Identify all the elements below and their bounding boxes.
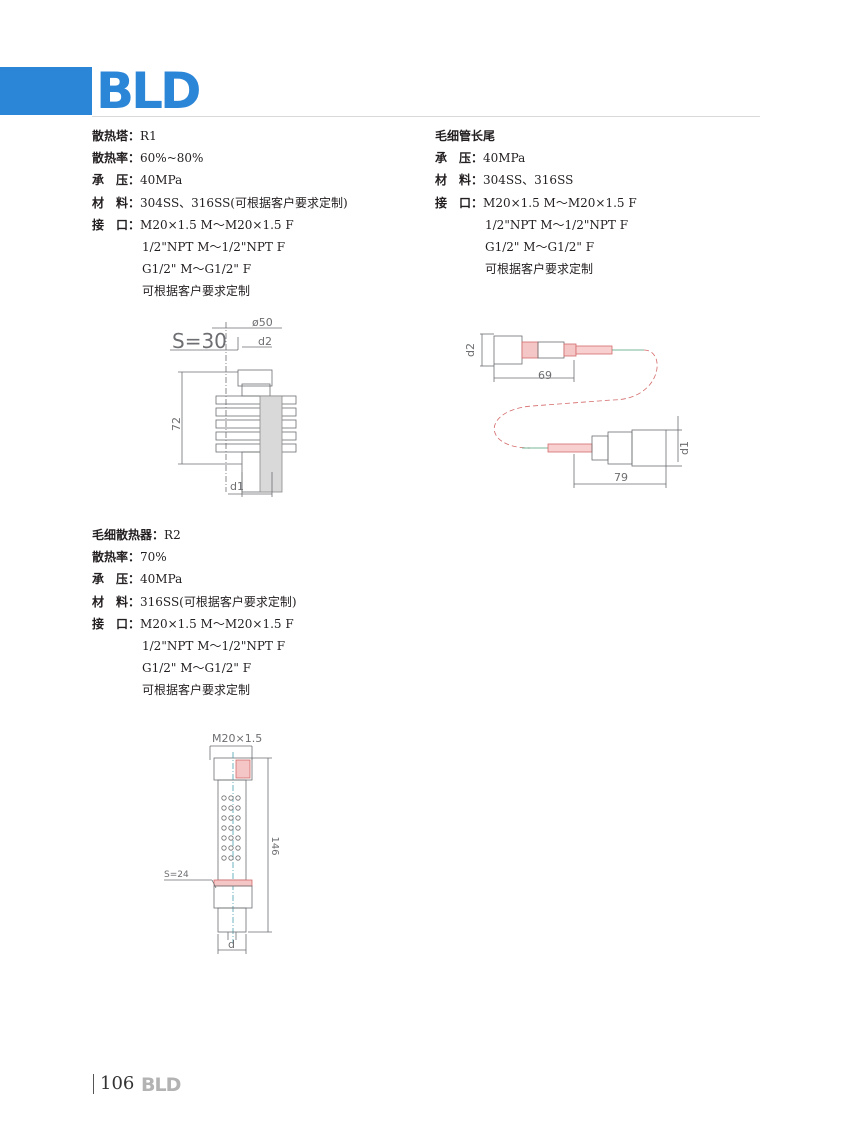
- drawing-label: M20×1.5: [212, 732, 262, 745]
- spec-value: 60%~80%: [140, 151, 204, 166]
- drawing-label: d1: [678, 441, 691, 455]
- drawing-label: S=24: [164, 870, 189, 880]
- spec-label: 散热率: [92, 550, 129, 565]
- spec-extra: G1/2" M～G1/2" F: [142, 661, 252, 676]
- header-divider: [92, 116, 760, 117]
- drawing-label: ø50: [252, 316, 273, 329]
- drawing-label: S=30: [172, 329, 227, 353]
- spec-value: 304SS、316SS(可根据客户要求定制): [140, 195, 348, 210]
- spec-label: 材 料: [435, 173, 472, 188]
- spec-value: M20×1.5 M～M20×1.5 F: [140, 616, 294, 631]
- spec-extra: G1/2" M～G1/2" F: [485, 239, 595, 254]
- r1-technical-drawing: S=30 ø50 d2 72 d1: [170, 316, 297, 497]
- spec-value: 40MPa: [483, 151, 526, 166]
- r2-technical-drawing: M20×1.5 146 S=24 d: [164, 732, 280, 954]
- spec-row: 材 料：304SS、316SS: [435, 169, 637, 191]
- spec-row: 接 口：M20×1.5 M～M20×1.5 F: [435, 192, 637, 214]
- spec-label: 材 料: [92, 594, 129, 609]
- footer-bld-logo: BLD: [141, 1074, 181, 1096]
- r2-spec-block: 毛细散热器：R2 散热率：70% 承 压：40MPa 材 料：316SS(可根据…: [92, 524, 297, 702]
- spec-label: 毛细散热器: [92, 528, 153, 542]
- spec-extra: 可根据客户要求定制: [485, 262, 594, 277]
- spec-row: 毛细散热器：R2: [92, 524, 297, 546]
- spec-value: 316SS(可根据客户要求定制): [140, 594, 297, 609]
- drawing-label: 146: [269, 836, 280, 855]
- r1-spec-block: 散热塔：R1 散热率：60%~80% 承 压：40MPa 材 料：304SS、3…: [92, 125, 348, 303]
- spec-label: 承 压: [435, 151, 472, 166]
- capillary-tail-technical-drawing: d2 69 79 d1: [464, 333, 691, 488]
- spec-label: 散热塔: [92, 129, 129, 143]
- page-number: 106: [100, 1073, 135, 1094]
- capillary-tail-spec-block: 毛细管长尾 承 压：40MPa 材 料：304SS、316SS 接 口：M20×…: [435, 125, 637, 280]
- capillary-tube: [493, 349, 658, 449]
- spec-row: 材 料：316SS(可根据客户要求定制): [92, 591, 297, 613]
- spec-label: 接 口: [435, 195, 472, 210]
- spec-row: 承 压：40MPa: [92, 568, 297, 590]
- spec-value: 40MPa: [140, 173, 183, 188]
- spec-value: 70%: [140, 550, 167, 565]
- spec-label: 接 口: [92, 616, 129, 631]
- perforation-holes: [221, 795, 241, 861]
- spec-extra: G1/2" M～G1/2" F: [142, 262, 252, 277]
- drawing-label: d2: [258, 335, 272, 348]
- spec-value: 40MPa: [140, 572, 183, 587]
- drawing-label: d2: [464, 343, 477, 357]
- bld-logo: BLD: [96, 62, 201, 120]
- drawing-label: 72: [170, 417, 183, 431]
- spec-extra: 1/2"NPT M～1/2"NPT F: [485, 217, 629, 232]
- spec-row: 接 口：M20×1.5 M～M20×1.5 F: [92, 613, 297, 635]
- spec-row: 散热率：70%: [92, 546, 297, 568]
- spec-label: 接 口: [92, 217, 129, 232]
- drawing-label: d1: [230, 480, 244, 493]
- drawing-label: 69: [538, 369, 552, 382]
- spec-extra: 可根据客户要求定制: [142, 683, 251, 698]
- footer-divider: [93, 1074, 94, 1094]
- spec-extra: 1/2"NPT M～1/2"NPT F: [142, 638, 286, 653]
- spec-row: 材 料：304SS、316SS(可根据客户要求定制): [92, 192, 348, 214]
- spec-label: 承 压: [92, 173, 129, 188]
- drawing-label: 79: [614, 471, 628, 484]
- spec-label: 承 压: [92, 572, 129, 587]
- drawing-label: d: [228, 938, 235, 951]
- spec-value: R1: [140, 129, 157, 143]
- cooling-fins: [215, 395, 297, 453]
- spec-extra: 1/2"NPT M～1/2"NPT F: [142, 239, 286, 254]
- spec-row: 承 压：40MPa: [92, 169, 348, 191]
- brand-color-bar: [0, 67, 92, 115]
- spec-row: 散热率：60%~80%: [92, 147, 348, 169]
- spec-row: 承 压：40MPa: [435, 147, 637, 169]
- spec-value: M20×1.5 M～M20×1.5 F: [140, 217, 294, 232]
- spec-value: R2: [164, 528, 181, 542]
- spec-value: 304SS、316SS: [483, 173, 574, 188]
- spec-row: 散热塔：R1: [92, 125, 348, 147]
- spec-label: 材 料: [92, 195, 129, 210]
- spec-extra: 可根据客户要求定制: [142, 284, 251, 299]
- spec-label: 散热率: [92, 151, 129, 166]
- spec-row: 接 口：M20×1.5 M～M20×1.5 F: [92, 214, 348, 236]
- section-title: 毛细管长尾: [435, 129, 496, 143]
- spec-value: M20×1.5 M～M20×1.5 F: [483, 195, 637, 210]
